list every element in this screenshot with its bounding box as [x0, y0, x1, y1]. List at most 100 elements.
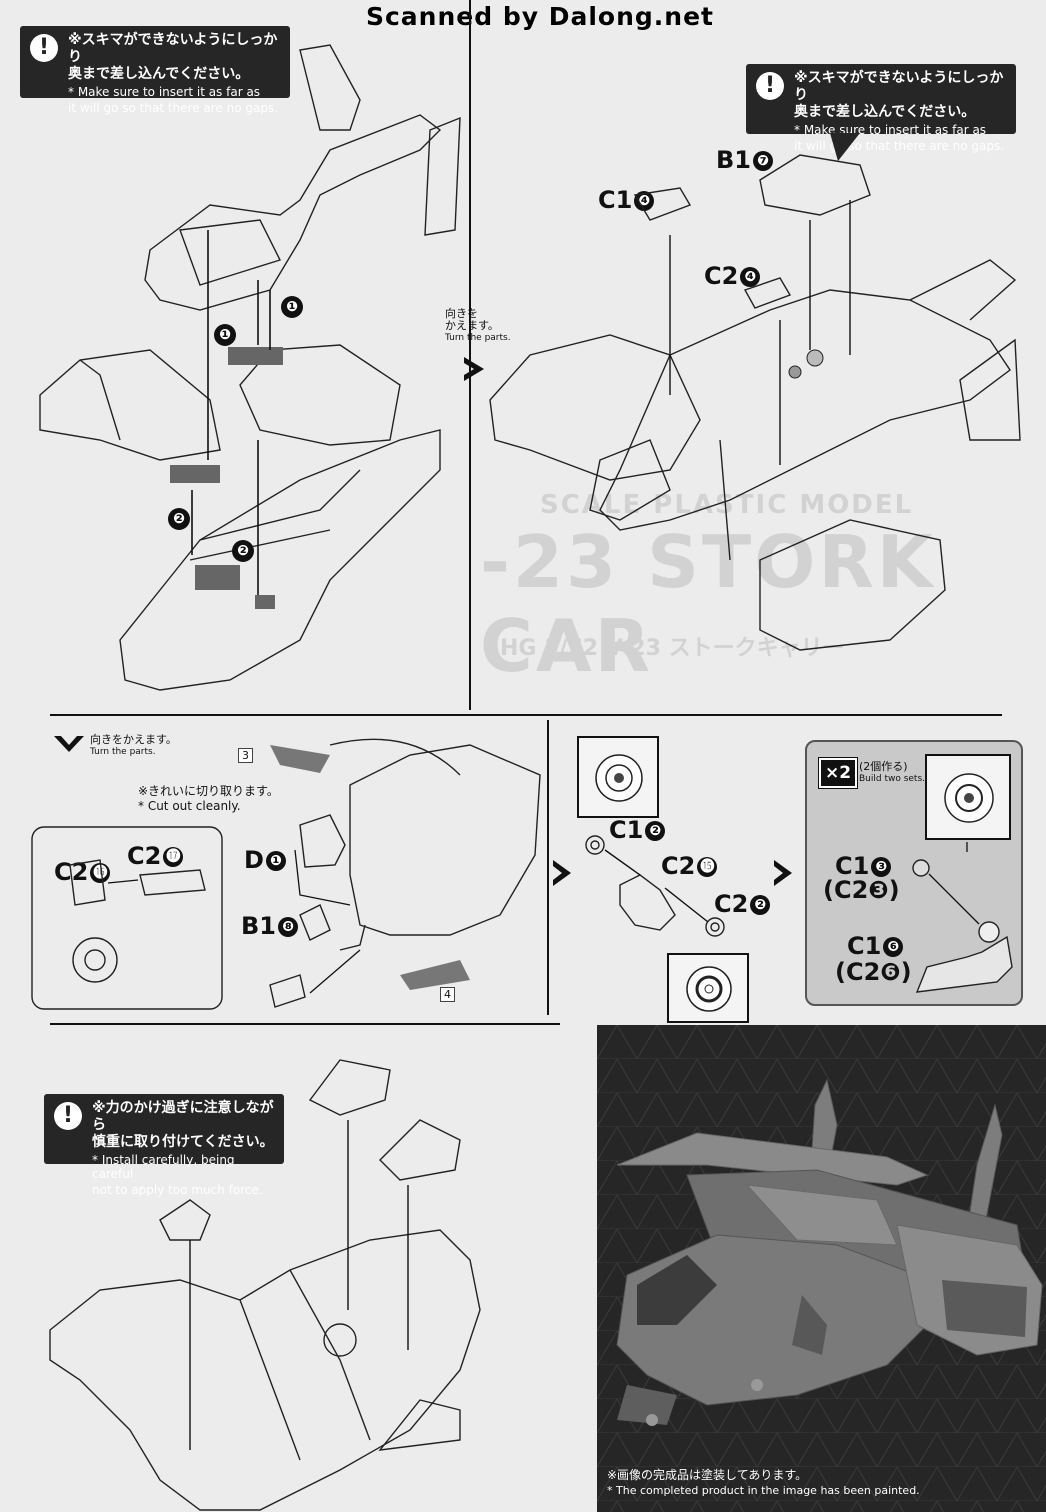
step-f-drawing [49, 1059, 481, 1511]
build-two-badge-text: ×2 [824, 763, 852, 783]
turn-parts-2: 向きをかえます。 Turn the parts. [90, 734, 177, 758]
gap-note-1-jp1: ※スキマができないようにしっかり [68, 32, 278, 65]
painted-caption-en: * The completed product in the image has… [607, 1484, 920, 1497]
part-c2-17-num: ⓱ [163, 847, 184, 867]
wheel-detail-top [595, 754, 643, 802]
turn-parts-2-en: Turn the parts. [90, 747, 156, 757]
painted-caption: ※画像の完成品は塗装してあります。 * The completed produc… [607, 1468, 920, 1498]
turn-parts-1-jp2: かえます。 [445, 319, 499, 332]
part-c2-6-alt: (C2❻) [835, 958, 912, 986]
gap-note-2-jp1: ※スキマができないようにしっかり [794, 70, 1004, 103]
gap-note-2-en1: * Make sure to insert it as far as [794, 123, 987, 137]
scan-credit: Scanned by Dalong.net [365, 2, 714, 31]
detail-box-bottom [667, 953, 749, 1023]
aircraft-illustration [597, 1025, 1046, 1512]
turn-parts-1-en: Turn the parts. [445, 333, 511, 343]
build-two-en: Build two sets. [859, 774, 926, 784]
step-d-drawing [585, 835, 725, 937]
part-c2-2-num: ❷ [750, 895, 771, 915]
warning-icon: ! [756, 72, 784, 100]
part-c2-16-num: ⓰ [90, 863, 111, 883]
part-c1-4-letter: C1 [598, 186, 633, 214]
part-ref-3: 3 [238, 748, 253, 763]
cut-cleanly-jp: ※きれいに切り取ります。 [138, 784, 279, 798]
part-b1-8-num: ❽ [278, 917, 298, 937]
watermark-line2: -23 STORK CAR [480, 520, 936, 688]
horizontal-divider-1 [50, 714, 1002, 716]
part-c2-4-num: ❹ [740, 267, 761, 287]
gap-note-1-jp2: 奥まで差し込んでください。 [68, 66, 250, 82]
detail-box-top [577, 736, 659, 818]
gap-note-1: ! ※スキマができないようにしっかり 奥まで差し込んでください。 * Make … [20, 26, 290, 115]
force-note-jp1: ※力のかけ過ぎに注意しながら [92, 1100, 274, 1133]
step-e-drawing [912, 842, 1013, 993]
step-marker-2b: ❷ [232, 540, 254, 562]
wheel-detail-panel [944, 773, 994, 823]
cut-cleanly-note: ※きれいに切り取ります。 * Cut out cleanly. [138, 784, 279, 814]
build-two-badge: ×2 [818, 757, 858, 789]
warning-icon: ! [54, 1102, 82, 1130]
turn-parts-1-jp1: 向きを [445, 307, 478, 320]
completed-model-photo: ※画像の完成品は塗装してあります。 * The completed produc… [597, 1025, 1046, 1512]
part-b1-7-num: ❼ [753, 151, 773, 171]
part-c2-17-letter: C2 [127, 842, 162, 870]
part-b1-7-letter: B1 [716, 146, 751, 174]
step-arrow-2 [774, 860, 792, 886]
part-c1-6-letter: C1 [847, 932, 882, 960]
warning-icon: ! [30, 34, 58, 62]
step-marker-1a: ❶ [214, 324, 236, 346]
part-c2-2-letter: C2 [714, 890, 749, 918]
note-2-tail [830, 133, 860, 161]
build-two-detail [925, 754, 1011, 840]
vertical-divider-top [469, 0, 471, 710]
part-d-1-letter: D [244, 846, 264, 874]
gap-note-2: ! ※スキマができないようにしっかり 奥まで差し込んでください。 * Make … [746, 64, 1016, 153]
vertical-divider-mid [547, 720, 549, 1015]
force-note-en1: * Install carefully, being careful [92, 1153, 235, 1181]
cut-cleanly-en: * Cut out cleanly. [138, 799, 241, 813]
part-b1-8-letter: B1 [241, 912, 276, 940]
gap-note-1-en2: it will go so that there are no gaps. [68, 101, 279, 115]
force-note-jp2: 慎重に取り付けてください。 [92, 1134, 274, 1150]
build-two-text: (2個作る) Build two sets. [859, 760, 925, 786]
force-note: ! ※力のかけ過ぎに注意しながら 慎重に取り付けてください。 * Install… [44, 1094, 284, 1197]
part-c1-4-num: ❹ [634, 191, 655, 211]
step-a-drawing [39, 44, 461, 691]
force-note-en2: not to apply too much force. [92, 1183, 263, 1197]
part-c1-2-letter: C1 [609, 816, 644, 844]
wheel-detail-bottom [686, 966, 732, 1012]
step-marker-2a: ❷ [168, 508, 190, 530]
part-c2-4-letter: C2 [704, 262, 739, 290]
build-two-jp: (2個作る) [859, 760, 908, 773]
turn-parts-1: 向きを かえます。 Turn the parts. [445, 308, 515, 344]
part-c1-3-letter: C1 [835, 852, 870, 880]
part-c1-3-num: ❸ [871, 857, 892, 877]
turn-arrow-icon [464, 357, 484, 381]
part-c2-15-letter: C2 [661, 852, 696, 880]
step-c-drawing [31, 738, 541, 1010]
painted-caption-jp: ※画像の完成品は塗装してあります。 [607, 1468, 808, 1482]
step-marker-1b: ❶ [281, 296, 303, 318]
turn-arrow-down-icon [54, 736, 84, 752]
part-c2-3-alt: (C2❸) [823, 876, 900, 904]
watermark-line3: HG 1/72 V-23 ストークキャリー [500, 636, 845, 661]
turn-parts-2-jp: 向きをかえます。 [90, 733, 177, 746]
part-c1-2-num: ❷ [645, 821, 666, 841]
gap-note-2-jp2: 奥まで差し込んでください。 [794, 104, 976, 120]
part-ref-4: 4 [440, 987, 455, 1002]
part-c1-6-num: ❻ [883, 937, 904, 957]
part-d-1-num: ❶ [265, 851, 286, 871]
step-arrow-1 [553, 860, 571, 886]
